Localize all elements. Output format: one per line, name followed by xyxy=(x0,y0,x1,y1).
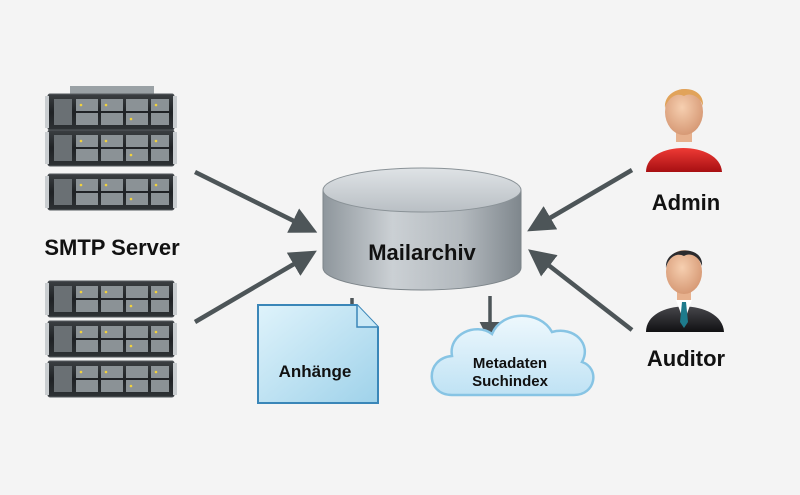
server-rack-icon-bottom xyxy=(44,280,178,398)
mailarchiv-label: Mailarchiv xyxy=(368,240,476,265)
metadaten-label: Metadaten xyxy=(473,355,547,372)
arrow-auditor-to-archive xyxy=(528,249,634,332)
auditor-label: Auditor xyxy=(647,346,726,371)
auditor-person-icon xyxy=(646,250,724,332)
suchindex-label: Suchindex xyxy=(472,373,549,390)
flow-arrows xyxy=(193,168,634,345)
arrow-smtp-top-to-archive xyxy=(194,169,318,233)
smtp-server-label: SMTP Server xyxy=(44,235,180,260)
database-cylinder-icon xyxy=(322,167,522,291)
admin-person-icon xyxy=(646,88,722,172)
admin-label: Admin xyxy=(652,190,720,215)
anhaenge-label: Anhänge xyxy=(279,362,352,381)
arrow-admin-to-archive xyxy=(527,168,634,232)
document-icon xyxy=(257,304,379,404)
arrow-smtp-bottom-to-archive xyxy=(193,250,317,324)
server-rack-icon-top xyxy=(44,86,178,211)
cloud-icon xyxy=(430,314,595,397)
